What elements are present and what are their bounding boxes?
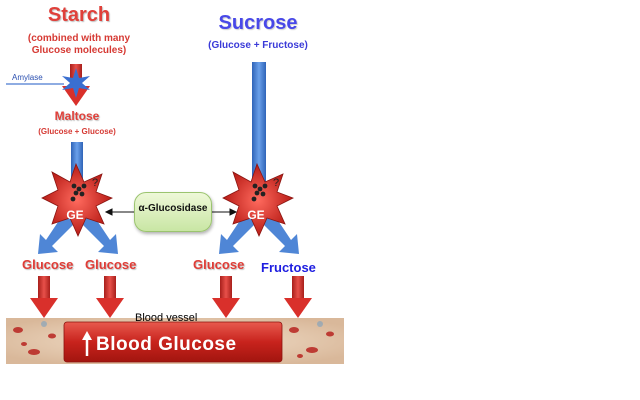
left-split-arrows	[38, 210, 118, 254]
starch-subtitle: (combined with many Glucose molecules)	[27, 33, 131, 56]
ge-label-left: GE	[66, 208, 84, 222]
sucrose-subtitle: (Glucose + Fructose)	[208, 40, 308, 51]
ge-label-right: GE	[247, 208, 265, 222]
blood-vessel	[6, 318, 344, 364]
maltose-subtitle: (Glucose + Glucose)	[38, 127, 116, 136]
amylase-marker	[6, 68, 90, 98]
glucose-label-2: Glucose	[85, 257, 137, 272]
maltose-title: Maltose	[54, 109, 100, 123]
starch-title: Starch	[47, 4, 111, 26]
blood-vessel-label: Blood vessel	[135, 312, 198, 324]
fructose-label: Fructose	[261, 260, 316, 275]
svg-text:?: ?	[273, 177, 279, 189]
amylase-label: Amylase	[12, 73, 43, 82]
blood-glucose-label: Blood Glucose	[96, 334, 237, 355]
glucose-label-1: Glucose	[22, 257, 74, 272]
glucose-label-3: Glucose	[193, 257, 245, 272]
sucrose-title: Sucrose	[218, 12, 298, 34]
inhibition-connector	[104, 208, 238, 216]
alpha-glucosidase-box	[134, 192, 212, 232]
alpha-glucosidase-label: α-Glucosidase	[138, 203, 208, 214]
right-split-arrows	[219, 210, 299, 254]
sucrose-shaft	[252, 62, 266, 182]
increase-arrow-icon	[82, 331, 92, 356]
ge-burst-left: ?	[41, 162, 113, 237]
absorption-arrows	[30, 276, 312, 318]
ge-burst-right: ?	[222, 162, 294, 237]
svg-text:?: ?	[92, 177, 98, 189]
